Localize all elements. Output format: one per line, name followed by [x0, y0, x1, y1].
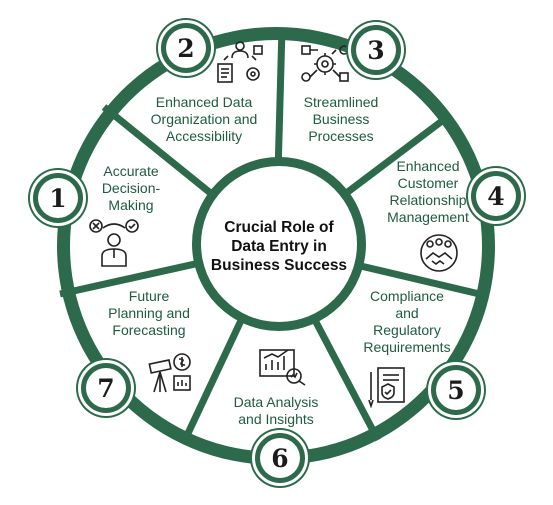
segment-2-line1: Enhanced Data	[155, 94, 253, 110]
segment-6-line2: and Insights	[238, 411, 314, 427]
segment-3-line2: Business	[312, 111, 370, 127]
segment-4-line1: Enhanced	[396, 158, 460, 174]
badge-1: 1	[30, 170, 86, 226]
badge-2: 2	[158, 20, 214, 76]
segment-4-label: Enhanced Customer Relationship Managemen…	[376, 158, 480, 226]
segment-5-line2: and	[395, 305, 419, 321]
segment-7-line1: Future	[128, 288, 170, 304]
badge-5: 5	[428, 362, 484, 418]
segment-5-line1: Compliance	[370, 288, 444, 304]
badge-7-number: 7	[86, 368, 126, 408]
badge-1-number: 1	[38, 178, 78, 218]
telescope-icon	[148, 353, 191, 393]
center-title: Crucial Role of Data Entry in Business S…	[198, 218, 360, 275]
badge-6-number: 6	[260, 438, 300, 478]
segment-7-label: Future Planning and Forecasting	[92, 288, 206, 339]
badge-7: 7	[78, 360, 134, 416]
badge-3-number: 3	[356, 30, 396, 70]
center-title-line3: Business Success	[210, 257, 348, 274]
segment-3-label: Streamlined Business Processes	[288, 94, 394, 145]
analytics-chart-icon	[259, 349, 306, 386]
segment-3-line3: Processes	[308, 128, 374, 144]
segment-1-line2: Decision-	[101, 180, 161, 196]
segment-4-line3: Relationship	[389, 192, 467, 208]
segment-2-line3: Accessibility	[165, 128, 243, 144]
center-hub	[201, 166, 357, 322]
process-workflow-icon	[301, 45, 349, 82]
segment-3-line1: Streamlined	[303, 94, 379, 110]
data-organization-icon	[217, 41, 263, 83]
handshake-icon	[420, 234, 458, 272]
center-title-line1: Crucial Role of	[224, 219, 334, 236]
compliance-document-icon	[368, 367, 405, 408]
center-title-line2: Data Entry in	[231, 238, 327, 255]
decision-maker-icon	[89, 219, 139, 267]
segment-5-label: Compliance and Regulatory Requirements	[348, 288, 466, 356]
segment-1-line3: Making	[108, 197, 154, 213]
badge-4-number: 4	[476, 176, 516, 216]
segment-5-line4: Requirements	[363, 339, 451, 355]
segment-6-line1: Data Analysis	[233, 394, 319, 410]
segment-7-line2: Planning and	[108, 305, 190, 321]
segment-2-label: Enhanced Data Organization and Accessibi…	[140, 94, 268, 145]
badge-5-number: 5	[436, 370, 476, 410]
segment-4-line2: Customer	[397, 175, 459, 191]
badge-3: 3	[348, 22, 404, 78]
segment-7-line3: Forecasting	[112, 322, 186, 338]
segment-2-line2: Organization and	[150, 111, 258, 127]
segment-4-line4: Management	[387, 209, 469, 225]
segment-1-line1: Accurate	[103, 163, 159, 179]
badge-4: 4	[468, 168, 524, 224]
badge-6: 6	[252, 430, 308, 486]
segment-5-line3: Regulatory	[373, 322, 441, 338]
segment-6-label: Data Analysis and Insights	[219, 394, 333, 428]
segment-1-label: Accurate Decision- Making	[82, 163, 180, 214]
badge-2-number: 2	[166, 28, 206, 68]
